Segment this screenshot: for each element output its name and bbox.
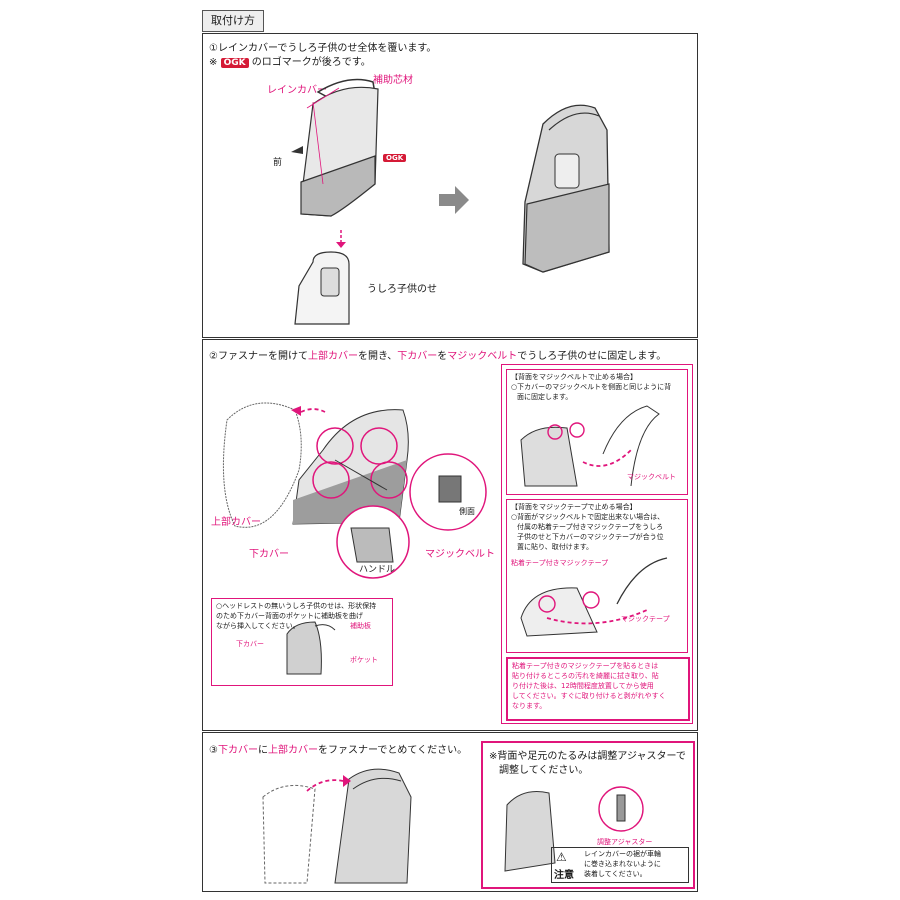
step2-text-a: ②ファスナーを開けて: [209, 351, 308, 362]
step3-instruction: ③下カバーに上部カバーをファスナーでとめてください。: [209, 741, 467, 756]
warning-line1: 粘着テープ付きのマジックテープを貼るときは: [512, 662, 659, 670]
adjuster-note-line1: ※背面や足元のたるみは調整アジャスターで: [489, 751, 686, 762]
step2-text-c: を開き、: [357, 351, 398, 362]
step2-instruction: ②ファスナーを開けて上部カバーを開き、下カバーをマジックベルトでうしろ子供のせに…: [209, 347, 666, 362]
step3-text-a: ③: [209, 745, 218, 756]
belt-back-text2: 面に固定します。: [517, 393, 573, 401]
ogk-logo: OGK: [220, 58, 249, 68]
warning-line3: り付けた後は、12時間程度放置してから使用: [512, 682, 654, 690]
belt-back-text1: ○下カバーのマジックベルトを側面と同じように背: [511, 383, 672, 391]
caution-line2: に巻き込まれないように: [584, 860, 661, 868]
step2-text-f: マジックベルト: [447, 351, 518, 362]
adjuster-note-box: ※背面や足元のたるみは調整アジャスターで 調整してください。 調整アジャスター …: [481, 741, 695, 889]
label-lower-cover: 下カバー: [249, 549, 289, 560]
adhesive-warning-box: 粘着テープ付きのマジックテープを貼るときは 貼り付けるところの汚れを綺麗に拭き取…: [506, 657, 690, 721]
step3-text-d: 上部カバー: [267, 745, 318, 756]
headrest-note-box: ○ヘッドレストの無いうしろ子供のせは、形状保持 のため下カバー背面のポケットに補…: [211, 598, 393, 686]
tape-back-title: 【背面をマジックテープで止める場合】: [511, 503, 637, 511]
label-handle: ハンドル: [359, 565, 396, 575]
right-info-frame: 【背面をマジックベルトで止める場合】 ○下カバーのマジックベルトを側面と同じよう…: [501, 364, 693, 724]
tape-back-box: 【背面をマジックテープで止める場合】 ○背面がマジックベルトで固定出来ない場合は…: [506, 499, 688, 653]
label-magic-belt: マジックベルト: [425, 549, 495, 560]
headrest-note-line3: ながら挿入してください。: [216, 622, 300, 630]
step3-illustration: [262, 768, 412, 884]
label-lower-cover-small: 下カバー: [236, 640, 264, 648]
raincover-illustration: [291, 78, 610, 325]
belt-back-title: 【背面をマジックベルトで止める場合】: [511, 373, 637, 381]
step3-text-b: 下カバー: [217, 745, 258, 756]
headrest-note-line2: のため下カバー背面のポケットに補助板を曲げ: [216, 612, 363, 620]
label-board: 補助板: [350, 622, 371, 630]
warning-line5: なります。: [512, 702, 547, 710]
step3-text-c: に: [257, 745, 268, 756]
caution-line3: 装着してください。: [584, 870, 647, 878]
caution-box: ⚠ 注意 レインカバーの裾が車輪 に巻き込まれないように 装着してください。: [551, 847, 689, 883]
step2-text-d: 下カバー: [397, 351, 438, 362]
step2-text-b: 上部カバー: [307, 351, 358, 362]
ogk-logo-small: OGK: [383, 154, 407, 162]
tape-back-text1: ○背面がマジックベルトで固定出来ない場合は、: [511, 513, 665, 521]
tape-back-drawing: [520, 557, 668, 637]
section-tag: 取付け方: [202, 10, 264, 32]
step2-panel: ②ファスナーを開けて上部カバーを開き、下カバーをマジックベルトでうしろ子供のせに…: [202, 339, 698, 731]
label-adjuster: 調整アジャスター: [597, 838, 653, 846]
tape-back-text4: 置に貼り、取付けます。: [517, 543, 594, 551]
label-seat: うしろ子供のせ: [367, 284, 437, 295]
caution-line1: レインカバーの裾が車輪: [584, 850, 661, 858]
label-reinforce: 補助芯材: [373, 75, 413, 86]
warning-line4: してください。すぐに取り付けると剥がれやすく: [512, 692, 666, 700]
belt-back-box: 【背面をマジックベルトで止める場合】 ○下カバーのマジックベルトを側面と同じよう…: [506, 369, 688, 495]
tape-label-magic: マジックテープ: [621, 615, 670, 623]
step2-illustration: [222, 402, 487, 675]
step1-logo-note: ※ OGK のロゴマークが後ろです。: [209, 53, 371, 68]
label-pocket: ポケット: [350, 656, 378, 664]
belt-back-label: マジックベルト: [627, 473, 676, 481]
label-raincover: レインカバー: [267, 85, 327, 96]
headrest-note-line1: ○ヘッドレストの無いうしろ子供のせは、形状保持: [216, 602, 377, 610]
caution-label: 注意: [554, 870, 574, 881]
caution-triangle-icon: ⚠: [556, 850, 567, 864]
label-upper-cover: 上部カバー: [211, 517, 261, 528]
label-side: 側面: [459, 507, 475, 516]
step2-text-e: を: [437, 351, 448, 362]
adjuster-note-line2: 調整してください。: [499, 765, 589, 776]
step3-text-e: をファスナーでとめてください。: [317, 745, 468, 756]
step3-panel: ③下カバーに上部カバーをファスナーでとめてください。 ※背面や足元のたるみは調整…: [202, 732, 698, 892]
belt-back-drawing: [520, 405, 660, 487]
label-front: 前: [273, 158, 283, 168]
note-text: のロゴマークが後ろです。: [251, 57, 371, 68]
step1-instruction: ①レインカバーでうしろ子供のせ全体を覆います。: [209, 43, 437, 54]
note-mark: ※: [209, 57, 218, 68]
adjuster-drawing: [504, 786, 644, 872]
tape-label-adhesive: 粘着テープ付きマジックテープ: [511, 559, 609, 567]
tape-back-text3: 子供のせと下カバーのマジックテープが合う位: [517, 533, 664, 541]
step2-text-g: でうしろ子供のせに固定します。: [517, 351, 667, 362]
warning-line2: 貼り付けるところの汚れを綺麗に拭き取り、貼: [512, 672, 659, 680]
step1-panel: ①レインカバーでうしろ子供のせ全体を覆います。 ※ OGK のロゴマークが後ろで…: [202, 33, 698, 338]
tape-back-text2: 付属の粘着テープ付きマジックテープをうしろ: [517, 523, 664, 531]
